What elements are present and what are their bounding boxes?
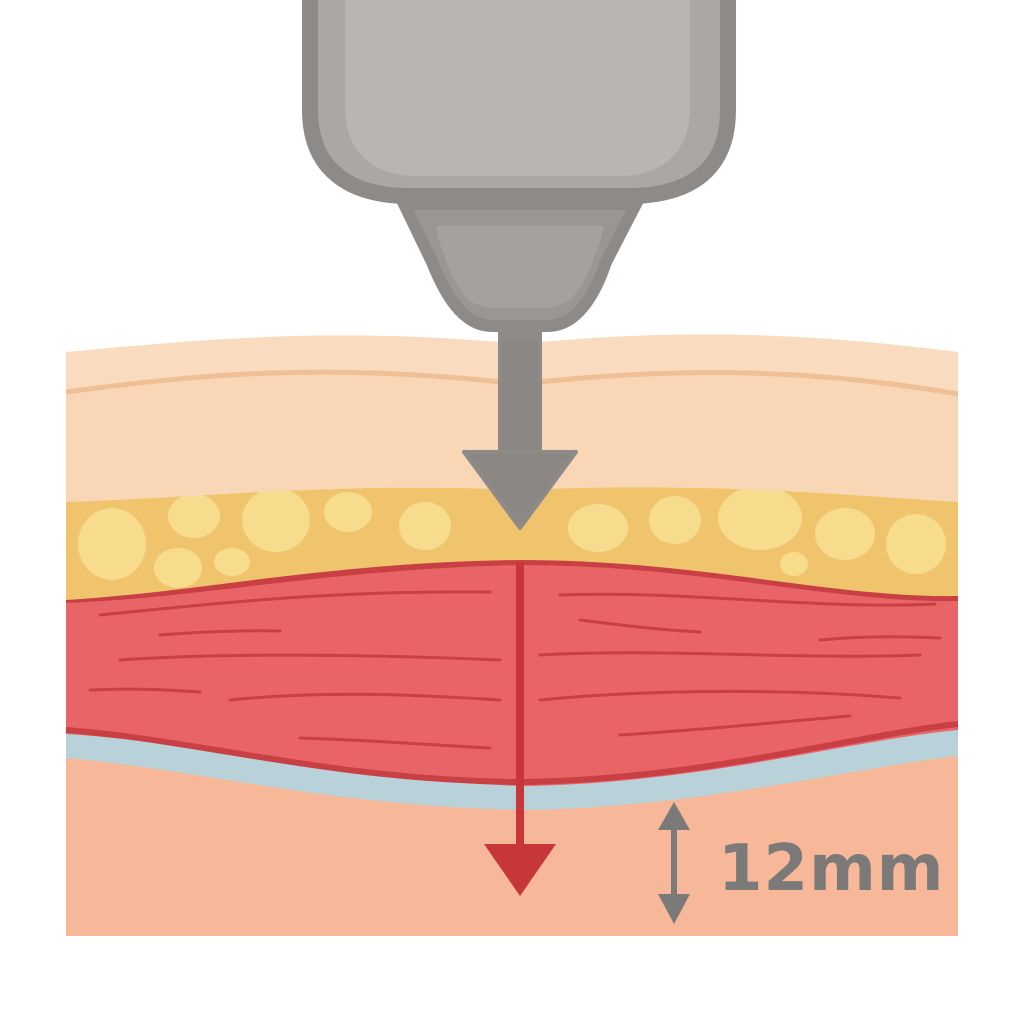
device-neck-highlight [436,226,604,308]
tissue-layers [65,334,959,936]
depth-label: 12mm [718,832,944,906]
shockwave-applicator-icon [302,0,736,344]
muscle-layer [66,555,958,792]
down-arrow-icon [462,336,578,530]
fascia-layer [66,730,958,810]
penetration-arrow-icon [484,562,556,896]
device-body-highlight [345,0,690,176]
double-arrow-icon [658,802,690,924]
fat-globules [78,486,946,588]
muscle-fibers [88,590,942,750]
